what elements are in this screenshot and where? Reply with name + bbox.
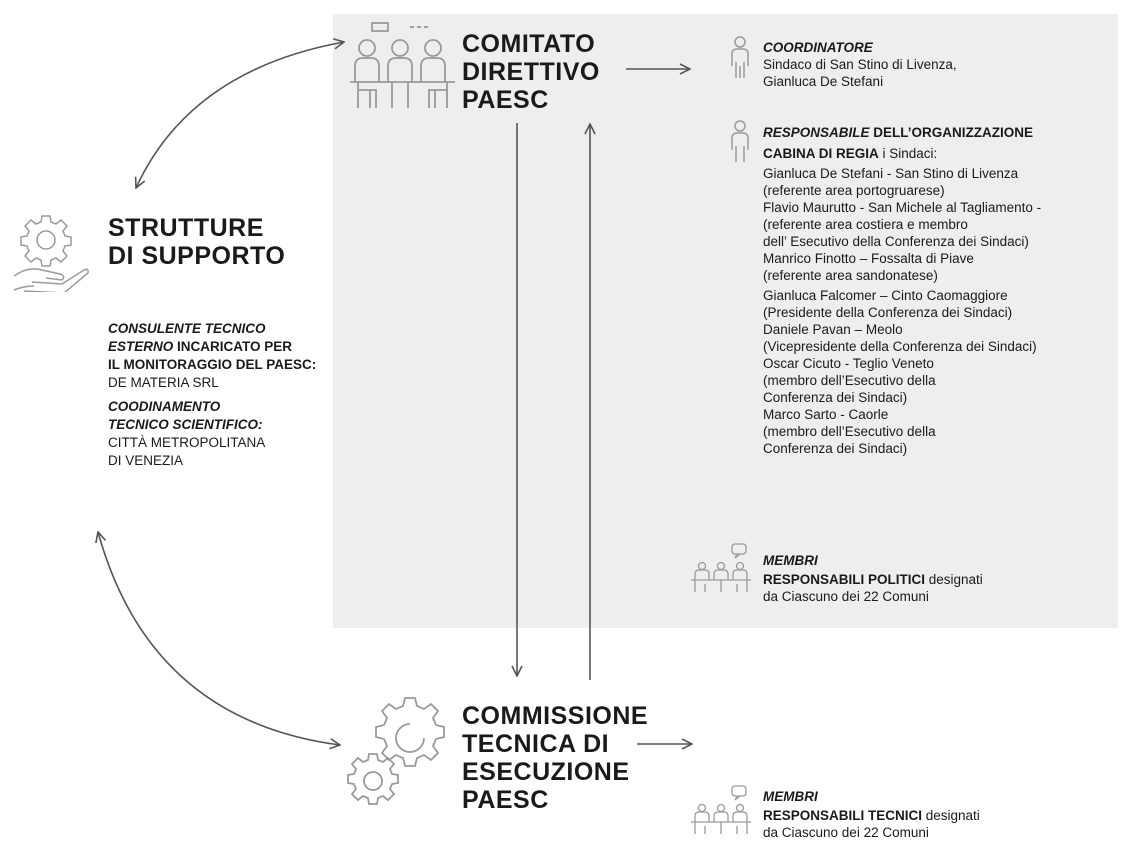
meeting-icon	[350, 22, 455, 108]
gear-hand-icon	[13, 215, 89, 292]
comitato-title: COMITATO DIRETTIVO PAESC	[462, 30, 600, 114]
responsabile-label: RESPONSABILE	[763, 125, 870, 140]
arc-strutture-commissione	[98, 532, 340, 745]
coordinatore-label: COORDINATORE	[763, 40, 873, 55]
strutture-title: STRUTTURE DI SUPPORTO	[108, 214, 286, 270]
person-icon	[731, 120, 749, 162]
meeting-small-icon	[691, 543, 751, 592]
coordinamento-block: COODINAMENTO TECNICO SCIENTIFICO: CITTÀ …	[108, 399, 266, 468]
comitato-membri-label: MEMBRI	[763, 553, 818, 568]
meeting-small-icon	[691, 785, 751, 834]
commissione-membri-block: MEMBRI RESPONSABILI TECNICI designati da…	[763, 789, 980, 840]
sindaci-list: Gianluca De Stefani - San Stino di Liven…	[763, 166, 1042, 456]
consulente-block: CONSULENTE TECNICO ESTERNO INCARICATO PE…	[108, 321, 317, 390]
responsabile-block: RESPONSABILE DELL’ORGANIZZAZIONE CABINA …	[763, 125, 1042, 456]
commissione-membri-label: MEMBRI	[763, 789, 818, 804]
person-icon	[731, 36, 749, 78]
arc-strutture-comitato	[136, 42, 344, 188]
gears-icon	[347, 697, 445, 805]
comitato-panel	[333, 14, 1118, 628]
commissione-title: COMMISSIONE TECNICA DI ESECUZIONE PAESC	[462, 702, 649, 814]
coordinatore-block: COORDINATORE Sindaco di San Stino di Liv…	[763, 40, 957, 89]
comitato-membri-block: MEMBRI RESPONSABILI POLITICI designati d…	[763, 553, 983, 604]
